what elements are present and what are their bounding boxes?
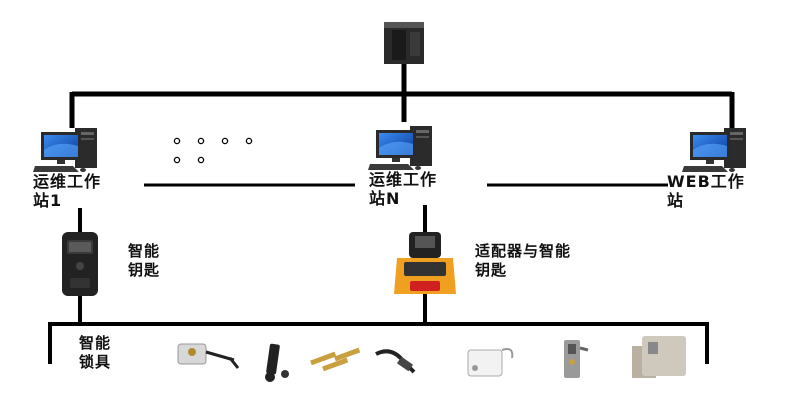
smart-key-device-icon (62, 232, 98, 296)
key-links (78, 205, 427, 324)
ops-station-1-label: 运维工作 站1 (33, 172, 102, 210)
ops-station-n-computer-icon (368, 126, 432, 170)
rod-lock-icon (265, 343, 289, 382)
server-icon (384, 22, 424, 64)
cabinet-lock-icon (632, 336, 686, 378)
backbone-bus (69, 64, 735, 128)
adapter-key-label: 适配器与智能 钥匙 (475, 242, 572, 279)
ops-station-1-computer-icon (33, 128, 97, 172)
web-station-label: WEB工作 站 (667, 172, 745, 210)
more-stations-ellipsis (173, 137, 253, 164)
pin-locks-icon (310, 347, 361, 372)
locks-bus (48, 322, 709, 364)
hasp-lock-icon (564, 340, 589, 378)
web-station-computer-icon (682, 128, 746, 172)
cable-lock-icon (375, 349, 416, 374)
ops-station-n-label: 运维工作 站N (369, 170, 438, 208)
smart-key-label: 智能 钥匙 (128, 242, 161, 279)
box-lock-icon (467, 348, 514, 377)
adapter-key-device-icon (394, 232, 456, 294)
padlock-icon (177, 343, 240, 369)
smart-locks-label: 智能 锁具 (79, 334, 112, 371)
